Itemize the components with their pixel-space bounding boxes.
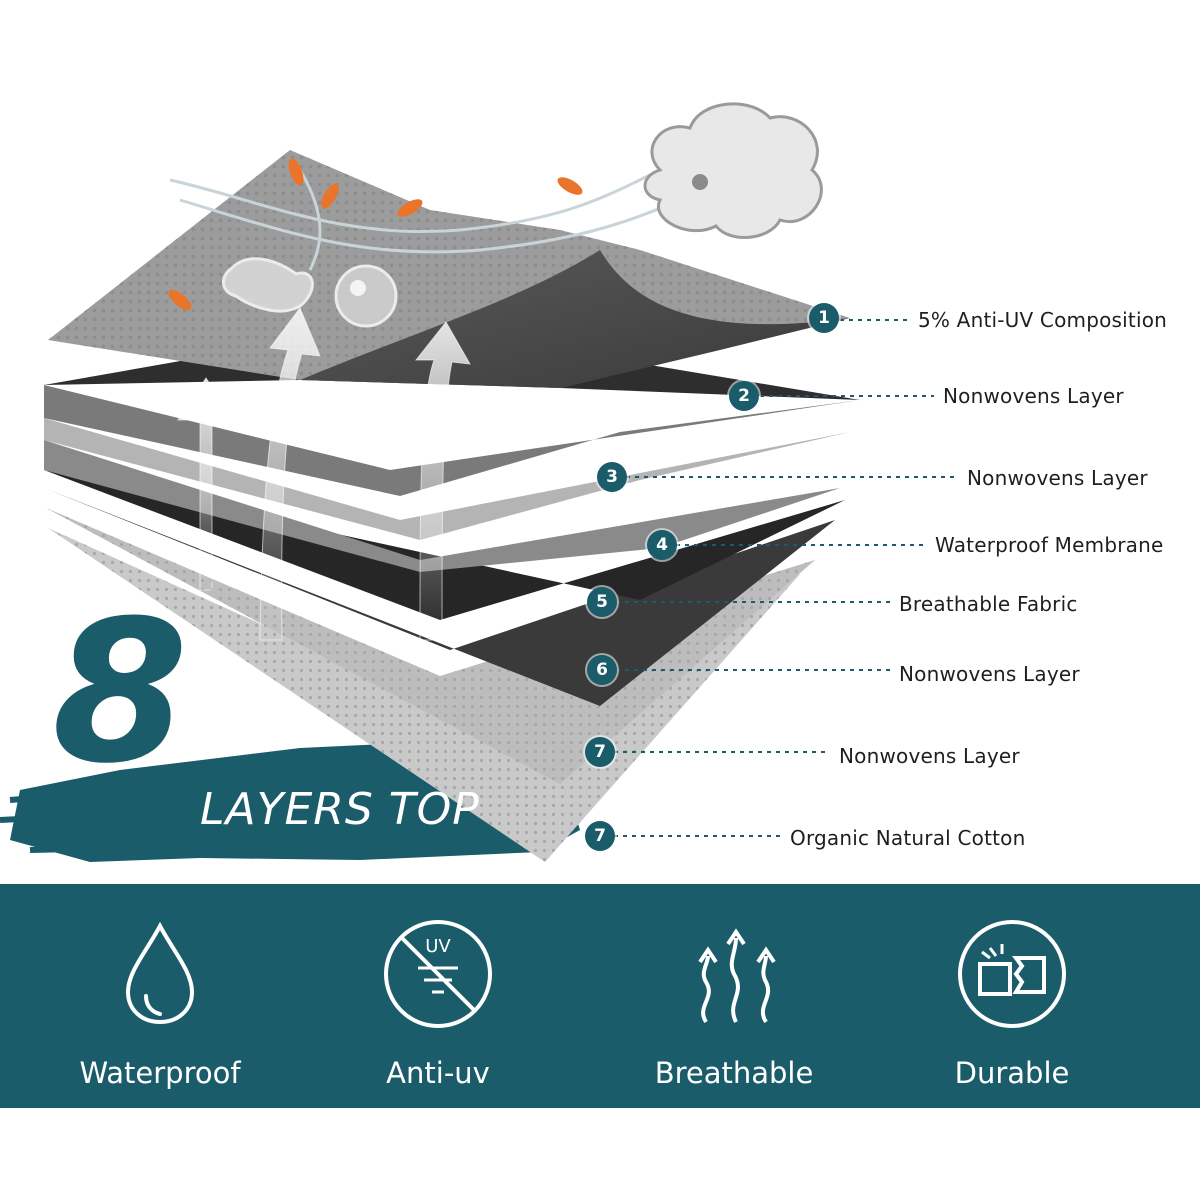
- feature-label-breathable: Breathable: [654, 1056, 814, 1090]
- leader-lines: [614, 319, 958, 837]
- cloud-icon: [643, 102, 823, 239]
- layer-badge-6: 6: [587, 655, 617, 685]
- airflow-arrows: [177, 307, 471, 641]
- wind-lines: [169, 168, 701, 271]
- layer-label-7: Nonwovens Layer: [839, 744, 1020, 768]
- layers-top-label: LAYERS TOP: [200, 784, 480, 835]
- fabric-layer-4: [44, 440, 840, 572]
- feature-anti-uv: UV Anti-uv: [318, 884, 558, 1108]
- feature-label-durable: Durable: [954, 1056, 1070, 1090]
- water-droplets: [222, 257, 398, 328]
- layer-label-4: Waterproof Membrane: [935, 533, 1164, 557]
- layer-badge-1: 1: [809, 303, 839, 333]
- layer-label-5: Breathable Fabric: [899, 592, 1078, 616]
- feature-band: Waterproof UV Anti-uv Breathable Durable: [0, 884, 1200, 1108]
- layer-badge-5: 5: [587, 587, 617, 617]
- fabric-layer-8: [48, 528, 800, 862]
- layer-label-8: Organic Natural Cotton: [790, 826, 1026, 850]
- durable-icon: [958, 920, 1066, 1028]
- feature-breathable: Breathable: [614, 884, 854, 1108]
- feature-label-anti-uv: Anti-uv: [386, 1056, 490, 1090]
- layer-label-1: 5% Anti-UV Composition: [918, 308, 1168, 332]
- layer-badge-8: 7: [585, 821, 615, 851]
- layer-label-6: Nonwovens Layer: [899, 662, 1080, 686]
- uv-shield-icon: UV: [384, 920, 492, 1028]
- layer-label-3: Nonwovens Layer: [967, 466, 1148, 490]
- fabric-layer-5: [44, 470, 845, 620]
- fabric-layer-7: [46, 508, 815, 784]
- leaves: [168, 158, 583, 311]
- feature-label-waterproof: Waterproof: [79, 1056, 241, 1090]
- water-drop-icon: [125, 921, 195, 1025]
- fabric-layer-6: [44, 488, 835, 706]
- layer-badge-2: 2: [729, 381, 759, 411]
- layer-label-2: Nonwovens Layer: [943, 384, 1124, 408]
- air-flow-icon: [698, 928, 776, 1024]
- layer-badge-7: 7: [585, 737, 615, 767]
- layer-badge-4: 4: [647, 530, 677, 560]
- feature-waterproof: Waterproof: [40, 884, 280, 1108]
- feature-durable: Durable: [892, 884, 1132, 1108]
- layer-badge-3: 3: [597, 462, 627, 492]
- layer-count: 8: [52, 579, 189, 807]
- svg-text:UV: UV: [425, 936, 451, 957]
